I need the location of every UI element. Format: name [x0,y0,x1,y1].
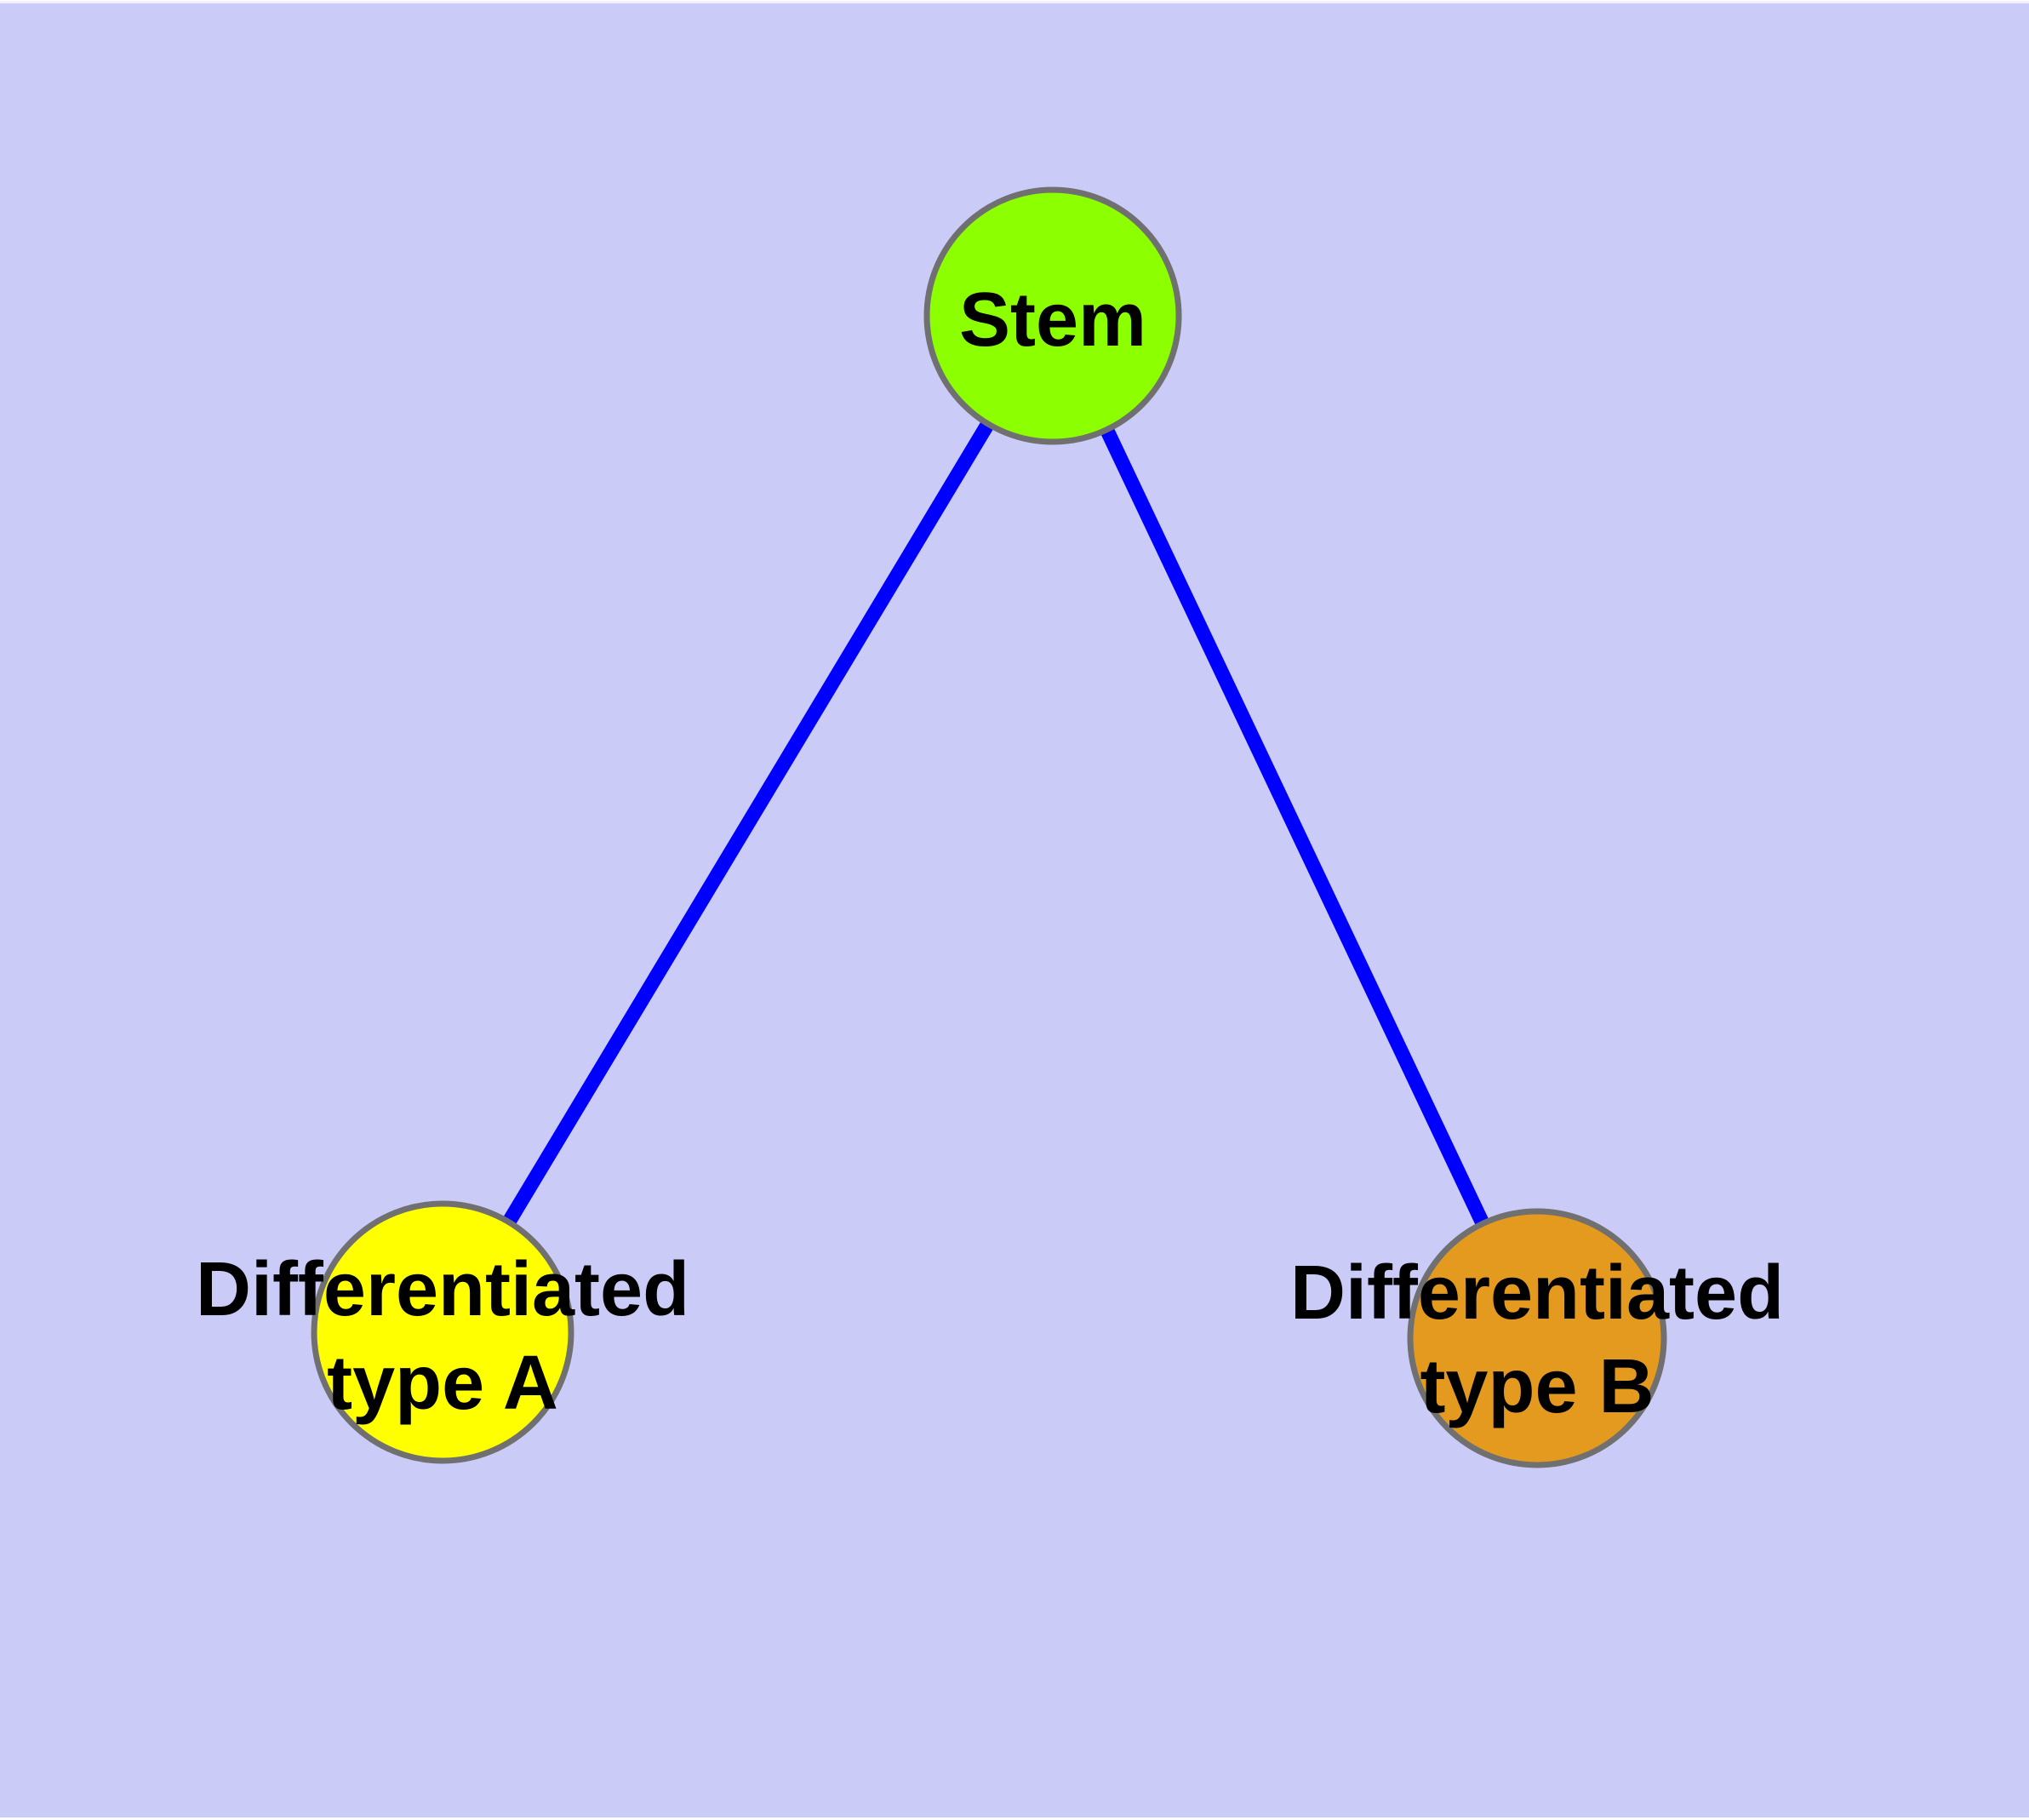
window-edge-top [0,0,2029,3]
node-differentiated-type-b-circle[interactable] [1407,1208,1667,1468]
edge-stem-to-type-a[interactable] [436,312,1060,1336]
edge-stem-to-type-b[interactable] [1046,312,1544,1342]
window-edge-bottom [0,1817,2029,1820]
node-differentiated-type-a-circle[interactable] [311,1200,574,1464]
node-stem-circle[interactable] [923,186,1182,445]
